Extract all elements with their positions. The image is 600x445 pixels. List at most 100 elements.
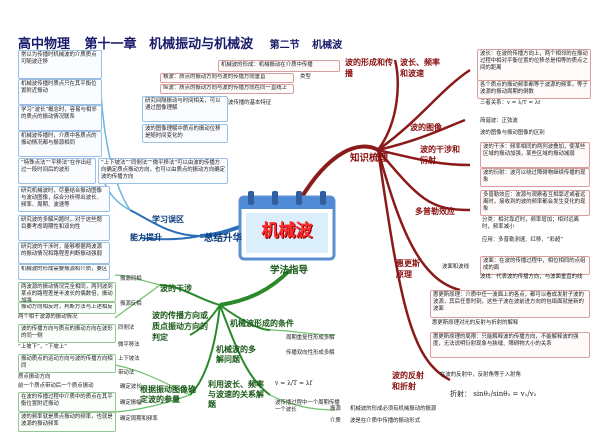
page-title: 高中物理 第十一章 机械振动与机械波 第二节 机械波 — [18, 33, 342, 52]
ability-note-3: 机械波的形成需要振源和介质，要区分机械波与电磁波 — [21, 266, 107, 272]
method-in-phase-box: 两波源的振动情况完全相同，两列波到某点的路程差是半波长的偶数倍，振动加强 — [18, 282, 116, 304]
summary-node: 总结升华 — [204, 233, 243, 244]
note-9: 研究机械波时，尽量结合振动图像与波动图像，综合分析得出波长、频率、周期、波速等 — [21, 188, 102, 208]
huygens-item1-box: 波面：在波的传播过程中，相位相同的点组成的面 — [480, 256, 590, 275]
method-formula-extra: 波传播过程中一个周期传播一个波长 — [275, 400, 340, 413]
huygens-item4: 惠更斯原理对光的反射与折射的解释 — [432, 320, 519, 326]
bottom-item2: 机械波的形成必须有机械振动的振源 — [350, 406, 437, 412]
method-reverse: 振源反相 — [120, 301, 142, 307]
ability-box-3: 机械波的形成需要振源和介质，要区分机械波与电磁波 — [18, 264, 110, 280]
chapter-label: 第十一章 — [84, 37, 137, 52]
subject-label: 高中物理 — [18, 37, 71, 52]
huygens-item5-box: 惠更斯原理的局限：只能解释波的传播方向，不能解释波的强度，无法说明衍射现象与狭缝… — [430, 332, 590, 358]
method-conclusion: 两个相干波源的振动情况 — [18, 314, 78, 320]
reflection-text: 在波的反射中，反射角等于入射角 — [440, 372, 521, 378]
params-speed: 确定波长 — [120, 384, 142, 390]
chapter-title: 机械振动与机械波 — [149, 37, 254, 52]
direction-text5: 前一个质点带动后一个质点振动 — [18, 383, 94, 389]
params-text2-box: 波的频率就是质点振动的频率，也就是波源的振动频率 — [18, 412, 116, 432]
method-node: 学法指导 — [270, 265, 309, 276]
direction-text2: “上坡下”，“下坡上” — [18, 344, 67, 350]
method-formula: v = λ/T = λf — [275, 380, 312, 387]
method-anti-phase: 振动方向相反时，判断方法与上述相反 — [21, 304, 113, 310]
method-interference-node: 波的干涉 — [160, 284, 192, 293]
transverse-text: 横波：质点的振动方向与波的传播方向垂直 — [163, 74, 266, 80]
note-box-6: 波的图像理解中质点的振动位移是随时间变化的 — [142, 124, 228, 143]
note-3: 学习“波长”概念时，容易与相邻的质点的振动情况联系 — [21, 107, 97, 120]
note-8: “特殊点法”“平移法”在作出经过一段时间后的波形 — [21, 160, 92, 173]
formation-box: 机械波的形成：机械振动在介质中传播 — [218, 60, 340, 72]
huygens-item3-box: 惠更斯原理：介质中任一波面上的各点，都可以看成发射子波的波源，其后任意时刻，这些… — [430, 290, 590, 318]
section-label: 第二节 — [269, 40, 300, 51]
speed-formula: 三者关系：v = λ/T = λf — [480, 100, 541, 106]
knowledge-node: 知识梳理 — [350, 153, 389, 164]
note-box-9: 研究机械波时，尽量结合振动图像与波动图像，综合分析得出波长、频率、周期、波速等 — [18, 186, 110, 212]
method-in-phase: 两波源的振动情况完全相同，两列波到某点的路程差是半波长的偶数倍，振动加强 — [21, 284, 113, 304]
interference-box: 波的干涉：频率相同的两列波叠加，使某些区域的振动加强，某些区域的振动减弱 — [480, 142, 590, 168]
topic-label: 机械波 — [312, 40, 343, 51]
interference-item1: 波的干涉：频率相同的两列波叠加，使某些区域的振动加强，某些区域的振动减弱 — [483, 144, 586, 157]
formula-node: 利用波长、频率与波速的关系解题 — [208, 380, 264, 409]
note-7: “上下坡法”“同侧法”“微平移法”可以由波的传播方向确定质点振动方向，也可以由质… — [101, 160, 225, 180]
params-text2: 波的频率就是质点振动的频率，也就是波源的振动频率 — [21, 414, 113, 427]
refraction-formula: 折射： sinθ₁/sinθ₂ = v₁/v₂ — [450, 390, 537, 398]
graph-item2: 波的图像与振动图像的区别 — [480, 130, 545, 136]
doppler-def: 多普勒效应：波源与观察者互相靠近或者远离时，接收到的波的频率都会发生变化的现象 — [483, 192, 586, 212]
direction-node: 波的传播方向或质点振动方向的判定 — [152, 311, 208, 342]
direction-method2: 微平移法 — [118, 342, 140, 348]
frequency-text: 各个质点的振动频率都等于波源的频率，等于波源的振动周期的倒数 — [480, 82, 588, 95]
bottom-item4: 波是在介质中传播的振动形式 — [350, 418, 421, 424]
bottom-item3: 介质 — [330, 418, 341, 424]
params-text1: 在波的传播过程中介质中的质点在其平衡位置附近振动 — [21, 394, 113, 407]
huygens-item1: 波面：在波的传播过程中，相位相同的点组成的面 — [483, 258, 586, 271]
graph-item1: 简谐波：正弦波 — [480, 118, 518, 124]
direction-text1-box: 波的传播方向与质点的振动方向在波形的同一侧 — [18, 324, 116, 343]
diffraction-box: 波的衍射：波可以绕过障碍物继续传播的现象 — [480, 168, 590, 187]
longitudinal-text: 纵波：质点的振动方向与波的传播方向在同一直线上 — [163, 85, 287, 91]
direction-text3: 振动质点的运动方向与波的传播方向相同 — [21, 356, 113, 369]
note-2: 机械波传播时质点只在其平衡位置附近振动 — [21, 81, 97, 94]
wave-params-node: 波长、频率和波速 — [400, 58, 440, 78]
direction-text3-box: 振动质点的运动方向与波的传播方向相同 — [18, 354, 116, 373]
essence-text: 波传播的基本特征 — [228, 100, 272, 106]
wavelength-box: 波长：在波的传播方向上，两个相邻的在振动过程中相对平衡位置的位移总是相等的质点之… — [477, 49, 591, 81]
condition-item2: 传播双向性形成多解 — [286, 350, 335, 356]
params-period: 确定振幅 — [120, 400, 142, 406]
note-box-2: 机械波传播时质点只在其平衡位置附近振动 — [18, 79, 102, 105]
huygens-item5: 惠更斯原理的局限：只能解释波的传播方向，不能解释波的强度，无法说明衍射现象与狭缝… — [433, 334, 579, 347]
center-card: 机械波 — [232, 187, 342, 267]
note-4: 机械波传播时，介质中各质点的振动情况都与振源相同 — [21, 133, 97, 146]
wavelength-text: 波长：在波的传播方向上，两个相邻的在振动过程中相对平衡位置的位移总是相等的质点之… — [480, 51, 588, 71]
direction-text4: 质点振动方向 — [18, 374, 51, 380]
center-title: 机械波 — [261, 221, 313, 241]
params-freq: 确定周期和频率 — [120, 416, 158, 422]
doppler-cause: 分类：相对靠近时，频率增加；相对远离时，频率减小 — [482, 217, 580, 230]
longitudinal-box: 纵波：质点的振动方向与波的传播方向在同一直线上 — [160, 84, 294, 94]
parameters-node: 根据振动图像确定波的参量 — [140, 385, 196, 404]
note-1: 常以为传播时机械波的介质质点可随波迁移 — [21, 52, 97, 65]
note-box-4: 机械波传播时，介质中各质点的振动情况都与振源相同 — [18, 131, 102, 157]
huygens-item2: 波线：代表波的传播方向，与波面垂直的线 — [480, 274, 583, 280]
doppler-node: 多普勒效应 — [415, 207, 455, 216]
types-label: 类型 — [300, 74, 311, 80]
interference-item2: 波的衍射：波可以绕过障碍物继续传播的现象 — [483, 170, 586, 183]
multi-solution-node: 机械波的多解问题 — [216, 345, 256, 364]
note-box-8: “特殊点法”“平移法”在作出经过一段时间后的波形 — [18, 158, 96, 184]
direction-method1: 同侧法 — [118, 325, 135, 331]
condition-item1: 周期重复性形成多解 — [286, 335, 335, 341]
ability-note-1: 研究波的多解问题时，对于这些题目要考虑周期性和双向性 — [21, 217, 102, 230]
condition-node: 机械波形成的条件 — [230, 319, 294, 328]
doppler-def-box: 多普勒效应：波源与观察者互相靠近或者远离时，接收到的波的频率都会发生变化的现象 — [480, 190, 590, 216]
ability-box-1: 研究波的多解问题时，对于这些题目要考虑周期性和双向性 — [18, 215, 110, 241]
graph-node: 波的图像 — [410, 123, 442, 132]
interference-node: 波的干涉和衍射 — [420, 145, 460, 165]
ability-node: 能力提升 — [130, 233, 162, 242]
method-anti-phase-box: 振动方向相反时，判断方法与上述相反 — [18, 302, 116, 314]
ability-box-2: 研究波的干涉时，能够根据两波源的振动情况和路程差判断振动强弱 — [18, 242, 110, 264]
note-box-7: “上下坡法”“同侧法”“微平移法”可以由波的传播方向确定质点振动方向，也可以由质… — [98, 158, 228, 184]
bottom-item1: 振源 — [330, 406, 341, 412]
method-condition: 振源同相 — [120, 276, 142, 282]
params-text1-box: 在波的传播过程中介质中的质点在其平衡位置附近振动 — [18, 392, 116, 412]
cases-node: 学习误区 — [152, 215, 184, 224]
